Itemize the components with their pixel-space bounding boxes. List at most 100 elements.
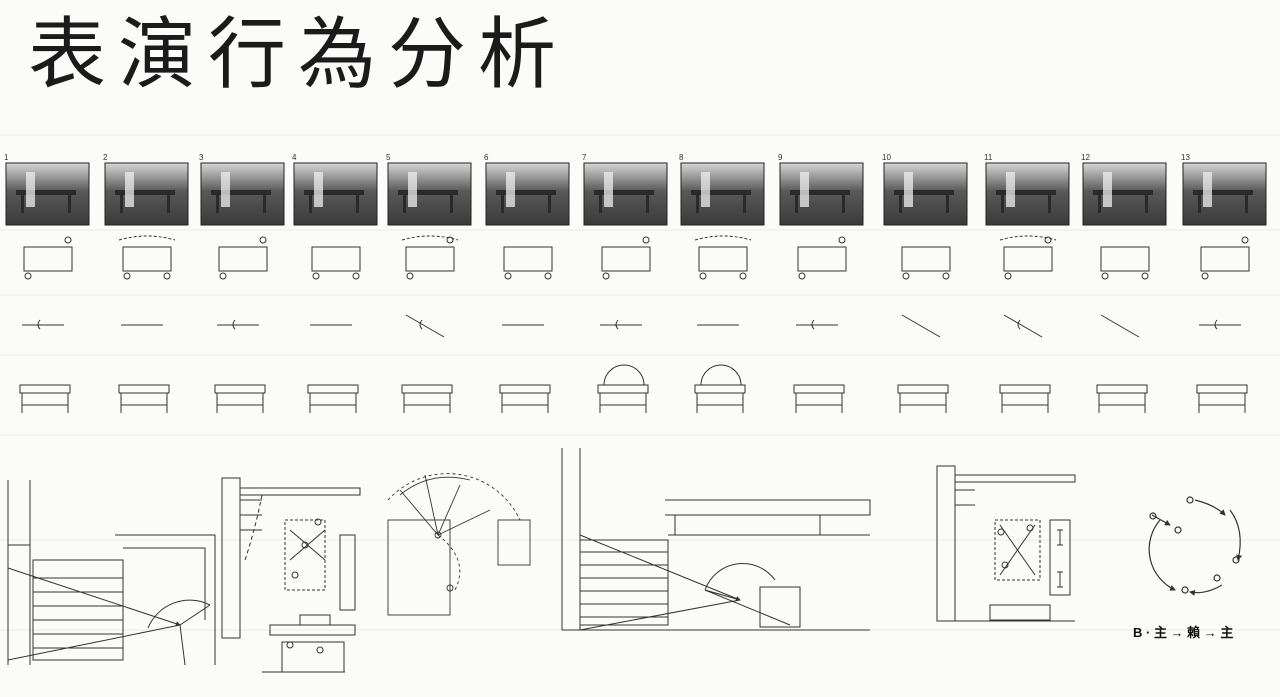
plan-drawing-center-right xyxy=(561,448,871,631)
plan-performer xyxy=(259,236,267,244)
plan-performer xyxy=(739,272,747,280)
frame-column: 13 xyxy=(1181,153,1267,413)
photo-table-shape xyxy=(996,190,1056,195)
photo-table-leg xyxy=(1001,195,1004,213)
photo-performer xyxy=(904,172,913,207)
motion-curve xyxy=(1017,319,1021,330)
photo-table-leg xyxy=(356,195,359,213)
photo-table-leg xyxy=(696,195,699,213)
plan-drawing-right xyxy=(936,465,1076,622)
frame-column: 7 xyxy=(582,153,668,413)
frame-column: 9 xyxy=(778,153,864,413)
table-sketch-top xyxy=(793,384,845,394)
table-sketch-top xyxy=(999,384,1051,394)
frame-column: 6 xyxy=(484,153,570,413)
photo-table-leg xyxy=(946,195,949,213)
plan-performer xyxy=(446,236,454,244)
frame-column: 4 xyxy=(292,153,378,413)
photo-performer xyxy=(1103,172,1112,207)
frame-column: 12 xyxy=(1081,153,1167,413)
frame-number: 13 xyxy=(1181,153,1190,162)
plan-performer xyxy=(1044,236,1052,244)
table-sketch-top xyxy=(118,384,170,394)
photo-table-leg xyxy=(21,195,24,213)
photo-table-shape xyxy=(1193,190,1253,195)
photo-table-leg xyxy=(743,195,746,213)
motion-curve xyxy=(1214,319,1218,330)
motion-line xyxy=(1003,314,1043,338)
photo-table-shape xyxy=(304,190,364,195)
frame-column: 3 xyxy=(199,153,285,413)
frame-number: 6 xyxy=(484,153,489,162)
photo-table-leg xyxy=(1098,195,1101,213)
plan-performer xyxy=(699,272,707,280)
frame-number: 11 xyxy=(984,153,993,162)
plan-table xyxy=(1003,246,1053,272)
motion-curve xyxy=(811,319,815,330)
plan-table xyxy=(23,246,73,272)
plan-table xyxy=(1200,246,1250,272)
photo-table-leg xyxy=(1198,195,1201,213)
frame-number: 12 xyxy=(1081,153,1090,162)
frame-column: 1 xyxy=(4,153,90,413)
plan-performer xyxy=(406,272,414,280)
frame-number: 2 xyxy=(103,153,108,162)
plan-path xyxy=(999,235,1057,241)
frame-column: 10 xyxy=(882,153,968,413)
plan-table xyxy=(1100,246,1150,272)
plan-performer xyxy=(163,272,171,280)
plan-performer xyxy=(219,272,227,280)
plan-table xyxy=(311,246,361,272)
photo-table-leg xyxy=(263,195,266,213)
plan-performer xyxy=(24,272,32,280)
photo-table-leg xyxy=(216,195,219,213)
table-sketch-top xyxy=(19,384,71,394)
photo-table-shape xyxy=(496,190,556,195)
plan-performer xyxy=(312,272,320,280)
frame-column: 2 xyxy=(103,153,189,413)
frame-number: 5 xyxy=(386,153,391,162)
frame-number: 7 xyxy=(582,153,587,162)
photo-table-leg xyxy=(1145,195,1148,213)
frame-column: 5 xyxy=(386,153,472,413)
photo-performer xyxy=(604,172,613,207)
photo-performer xyxy=(1006,172,1015,207)
photo-table-leg xyxy=(309,195,312,213)
photo-table-leg xyxy=(646,195,649,213)
photo-table-leg xyxy=(68,195,71,213)
plan-table xyxy=(218,246,268,272)
plan-path xyxy=(694,235,752,241)
motion-curve xyxy=(419,319,423,330)
photo-table-leg xyxy=(599,195,602,213)
photo-table-shape xyxy=(115,190,175,195)
photo-table-shape xyxy=(211,190,271,195)
photo-table-leg xyxy=(795,195,798,213)
photo-performer xyxy=(1203,172,1212,207)
photo-table-leg xyxy=(167,195,170,213)
table-sketch-top xyxy=(401,384,453,394)
plan-performer xyxy=(1241,236,1249,244)
plan-performer xyxy=(352,272,360,280)
table-sketch-top xyxy=(214,384,266,394)
photo-table-shape xyxy=(894,190,954,195)
table-sketch-top xyxy=(597,384,649,394)
plan-table xyxy=(405,246,455,272)
plan-table xyxy=(901,246,951,272)
cycle-caption: B · 主 → 賴 → 主 xyxy=(1133,625,1233,640)
photo-table-leg xyxy=(403,195,406,213)
photo-table-leg xyxy=(450,195,453,213)
plan-table xyxy=(797,246,847,272)
photo-table-shape xyxy=(790,190,850,195)
photo-table-leg xyxy=(548,195,551,213)
plan-performer xyxy=(798,272,806,280)
table-sketch-arc xyxy=(603,364,645,386)
plan-table xyxy=(503,246,553,272)
plan-path xyxy=(118,235,176,241)
photo-table-leg xyxy=(501,195,504,213)
plan-path xyxy=(401,235,459,241)
table-sketch-top xyxy=(897,384,949,394)
plan-performer xyxy=(544,272,552,280)
table-sketch-top xyxy=(307,384,359,394)
